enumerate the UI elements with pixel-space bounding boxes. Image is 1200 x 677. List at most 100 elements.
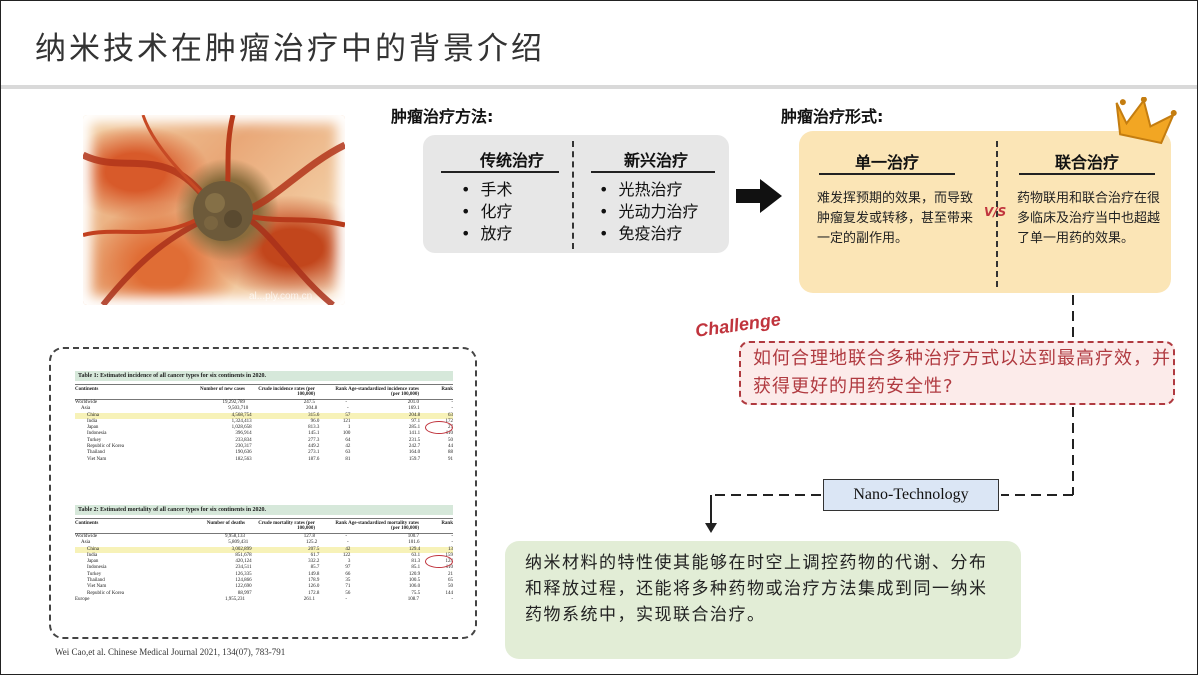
forms-divider (996, 141, 998, 287)
table-cell: 71 (345, 584, 351, 590)
table-header-cell: Number of new cases (199, 387, 245, 392)
table-cell: 13 (448, 546, 454, 552)
methods-divider (572, 141, 574, 249)
table-cell: 21 (448, 571, 454, 577)
table-cell: 110 (445, 565, 454, 571)
table-cell: 91 (448, 456, 454, 462)
table-cell: 178.9 (308, 578, 320, 584)
table-cell: 9,958,133 (225, 534, 245, 539)
table-cell: 108.7 (407, 596, 419, 602)
vs-label: V/S (984, 205, 1007, 219)
table-cell: 247.5 (303, 400, 315, 405)
table-cell: India (87, 418, 98, 424)
table-header: Continents Number of new cases Crude inc… (75, 384, 453, 400)
table-cell: 149.8 (308, 571, 320, 577)
nano-summary-box (505, 541, 1021, 659)
table-header-cell: Age-standardized mortality rates (per 10… (348, 521, 419, 531)
highlight-oval (425, 555, 453, 568)
list-item: 免疫治疗 (599, 223, 698, 245)
cancer-statistics-panel: Table 1: Estimated incidence of all canc… (49, 347, 477, 639)
table-cell: Indonesia (87, 431, 107, 437)
right-arrow-icon (736, 179, 782, 213)
tumor-image: al...ply.com.cn (83, 115, 345, 305)
table-cell: Asia (81, 540, 91, 546)
table-cell: 85.1 (411, 565, 421, 571)
table-cell: - (345, 596, 347, 602)
table-cell: 97.1 (411, 418, 421, 424)
table-cell: 420,124 (235, 559, 252, 565)
table-cell: 230,317 (235, 444, 252, 450)
table-cell: - (451, 534, 453, 539)
table-header-cell: Continents (75, 387, 99, 392)
table-cell: Turkey (87, 571, 102, 577)
table-cell: 233,834 (235, 437, 252, 443)
table-cell: 169.1 (408, 406, 420, 412)
table-header-cell: Crude mortality rates (per 100,000) (258, 521, 315, 531)
table-cell: 1 (347, 425, 351, 431)
table-cell: 100 (342, 431, 351, 437)
table-header: Continents Number of deaths Crude mortal… (75, 518, 453, 534)
table-cell: 35 (345, 578, 351, 584)
table-cell: - (451, 540, 453, 546)
table-cell: 96.0 (310, 418, 320, 424)
table-cell: 396,914 (235, 431, 252, 437)
table-cell: 1,028,658 (231, 425, 252, 431)
table-header-cell: Rank (335, 387, 347, 392)
table-cell: 63 (448, 412, 454, 418)
forms-label: 肿瘤治疗形式: (781, 107, 884, 126)
table-cell: 126,335 (235, 571, 252, 577)
table-cell: 204.8 (408, 412, 421, 418)
table-header-cell: Crude incidence rates (per 100,000) (258, 387, 315, 397)
mortality-table: Table 2: Estimated mortality of all canc… (75, 505, 453, 603)
table-cell: India (87, 552, 98, 558)
table-cell: 315.6 (308, 412, 320, 418)
table-cell: 100.5 (408, 578, 421, 584)
table-cell: Republic of Korea (87, 590, 124, 596)
table-cell: 204.8 (305, 406, 318, 412)
table-cell: - (451, 400, 453, 405)
table-cell: 57 (345, 412, 351, 418)
traditional-underline (441, 171, 559, 173)
table-cell: 121 (342, 418, 351, 424)
table-cell: 88 (448, 450, 454, 456)
table-cell: 42 (345, 546, 351, 552)
table-cell: Asia (81, 406, 91, 412)
emerging-list: 光热治疗 光动力治疗 免疫治疗 (599, 179, 698, 245)
table-header-cell: Continents (75, 521, 99, 526)
table-cell: 1,324,413 (231, 418, 252, 424)
table-cell: 120.9 (408, 571, 421, 577)
table-cell: - (345, 534, 347, 539)
single-underline (819, 173, 955, 175)
table-cell: 42 (345, 444, 351, 450)
table-cell: 106.0 (408, 584, 421, 590)
nano-technology-label: Nano-Technology (823, 479, 999, 511)
table-cell: 813.3 (308, 425, 320, 431)
table-cell: 332.2 (308, 559, 320, 565)
table-cell: 9,503,710 (228, 406, 249, 412)
table-cell: Thailand (87, 578, 105, 584)
table-cell: - (451, 406, 453, 412)
table-cell: 4,568,754 (231, 412, 252, 418)
table-cell: 97 (345, 565, 351, 571)
forms-box (799, 131, 1171, 293)
table-cell: 144 (445, 590, 454, 596)
table-cell: 122 (342, 552, 351, 558)
traditional-list: 手术 化疗 放疗 (461, 179, 512, 245)
table-cell: 449.2 (308, 444, 320, 450)
table-cell: 201.0 (407, 400, 419, 405)
title-divider (1, 85, 1197, 89)
table-cell: 182,563 (235, 456, 252, 462)
table-cell: 65 (448, 578, 454, 584)
list-item: 手术 (461, 179, 512, 201)
